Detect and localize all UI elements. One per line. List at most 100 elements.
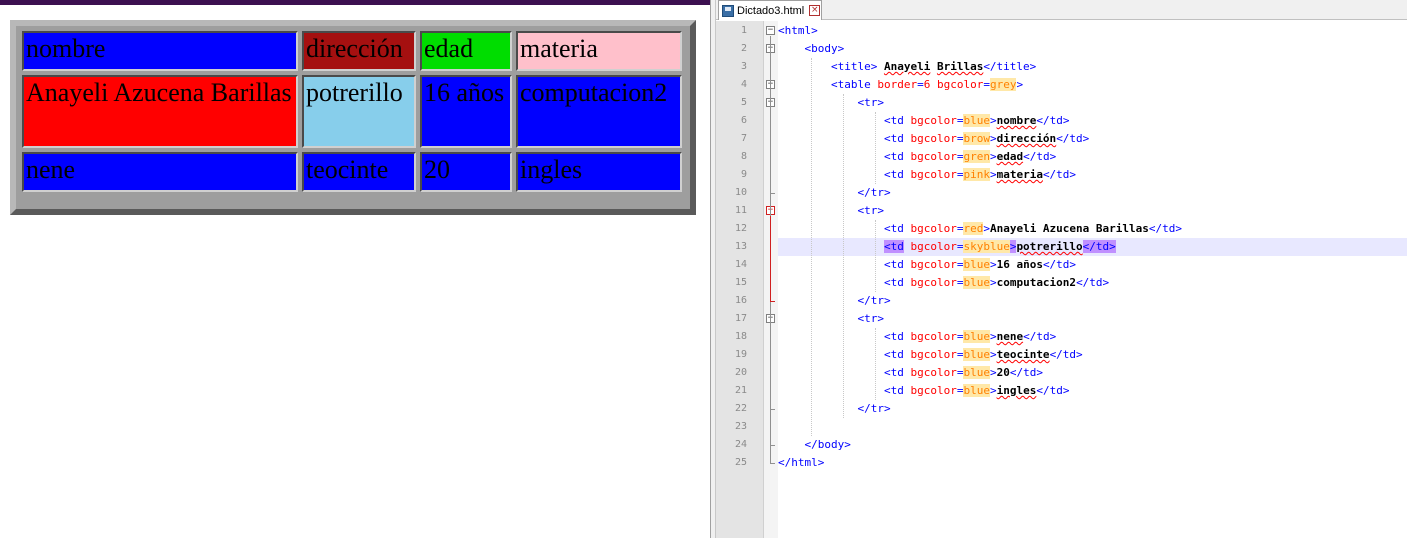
line-number: 4 [740, 79, 747, 90]
code-indent [778, 258, 884, 271]
code-token: <tr> [857, 96, 884, 109]
code-line[interactable]: <tr> [778, 202, 884, 220]
code-token: <td [883, 258, 911, 271]
line-number: 5 [740, 97, 747, 108]
code-token: </td> [1082, 240, 1116, 253]
code-line[interactable]: <td bgcolor=blue>16 años</td> [778, 256, 1076, 274]
table-cell: potrerillo [302, 75, 416, 148]
code-token: dirección [996, 132, 1057, 145]
code-token: nombre [996, 114, 1037, 127]
code-indent [778, 186, 857, 199]
line-number: 14 [734, 259, 747, 270]
line-number: 21 [734, 385, 747, 396]
code-indent [778, 42, 805, 55]
code-token: blue [963, 330, 990, 343]
fold-toggle-icon[interactable]: − [766, 25, 775, 35]
line-number: 15 [734, 277, 747, 288]
tab-dictado3-html[interactable]: Dictado3.html × [718, 0, 822, 20]
code-token: </td> [1023, 330, 1057, 343]
code-indent [778, 204, 857, 217]
code-token: <td [883, 150, 911, 163]
code-line[interactable]: <td bgcolor=skyblue>potrerillo</td> [778, 238, 1407, 256]
code-token: <td [883, 240, 904, 253]
code-line[interactable]: <td bgcolor=gren>edad</td> [778, 148, 1056, 166]
code-line[interactable]: <body> [778, 40, 845, 58]
code-line[interactable]: <html> [778, 22, 818, 40]
indent-guide [875, 328, 876, 400]
code-line[interactable]: </tr> [778, 184, 890, 202]
line-number: 9 [740, 169, 747, 180]
code-line[interactable]: </tr> [778, 400, 890, 418]
code-line[interactable]: <td bgcolor=blue>teocinte</td> [778, 346, 1083, 364]
code-token: > [989, 384, 997, 397]
code-line[interactable]: <td bgcolor=red>Anayeli Azucena Barillas… [778, 220, 1182, 238]
line-number: 25 [734, 457, 747, 468]
indent-guide [875, 112, 876, 184]
code-token: bgcolor [910, 276, 957, 289]
code-token: red [963, 222, 984, 235]
close-tab-icon[interactable]: × [809, 5, 821, 16]
code-token: <td [883, 384, 911, 397]
code-line[interactable]: <td bgcolor=brow>dirección</td> [778, 130, 1089, 148]
code-token: bgcolor [910, 114, 957, 127]
code-token: > [989, 258, 997, 271]
fold-end-marker [770, 301, 775, 302]
code-token: = [983, 78, 990, 91]
code-line[interactable]: </html> [778, 454, 824, 472]
code-token: bgcolor [910, 132, 957, 145]
fold-end-marker [770, 445, 775, 446]
code-line[interactable]: <td bgcolor=pink>materia</td> [778, 166, 1076, 184]
code-token: pink [963, 168, 990, 181]
code-line[interactable]: <title> Anayeli Brillas</title> [778, 58, 1036, 76]
line-number: 19 [734, 349, 747, 360]
code-token: <html> [778, 24, 818, 37]
code-line[interactable]: <td bgcolor=blue>nombre</td> [778, 112, 1069, 130]
code-token: > [989, 114, 997, 127]
code-indent [778, 78, 831, 91]
code-token: </td> [1009, 366, 1043, 379]
code-token: <td [883, 222, 911, 235]
code-token: > [989, 330, 997, 343]
code-token: nene [996, 330, 1024, 343]
code-token: </td> [1042, 258, 1077, 271]
code-line[interactable]: </tr> [778, 292, 891, 310]
code-token: = [956, 348, 964, 361]
code-token: gren [963, 150, 990, 163]
code-token: bgcolor [910, 240, 957, 253]
code-line[interactable]: <td bgcolor=blue>20</td> [778, 364, 1043, 382]
code-token: = [917, 78, 924, 91]
code-token: materia [996, 168, 1043, 181]
code-token: </tr> [857, 294, 891, 307]
code-indent [778, 222, 884, 235]
code-token: = [956, 150, 964, 163]
code-token: edad [996, 150, 1024, 163]
table-cell: edad [420, 31, 512, 71]
code-line[interactable]: <td bgcolor=blue>ingles</td> [778, 382, 1069, 400]
code-text-area[interactable]: <html> <body> <title> Anayeli Brillas</t… [778, 21, 1407, 538]
code-line[interactable]: <tr> [778, 310, 884, 328]
code-line[interactable]: <td bgcolor=blue>nene</td> [778, 328, 1056, 346]
code-line[interactable]: <table border=6 bgcolor=grey> [778, 76, 1023, 94]
line-number: 13 [734, 241, 747, 252]
code-token: teocinte [996, 348, 1050, 361]
save-disk-icon [722, 4, 734, 17]
code-line[interactable]: <tr> [778, 94, 884, 112]
code-token: </td> [1076, 276, 1110, 289]
code-line[interactable]: <td bgcolor=blue>computacion2</td> [778, 274, 1109, 292]
code-token: </html> [778, 456, 825, 469]
line-number: 18 [734, 331, 747, 342]
code-token: computacion2 [996, 276, 1077, 289]
code-token: </td> [1036, 114, 1070, 127]
fold-end-marker [770, 409, 775, 410]
code-token: > [989, 150, 997, 163]
code-token [930, 78, 937, 91]
code-line[interactable]: </body> [778, 436, 851, 454]
code-token: = [956, 240, 964, 253]
code-indent [778, 330, 884, 343]
code-token: <td [883, 330, 911, 343]
code-token: </td> [1023, 150, 1057, 163]
pane-splitter[interactable] [710, 0, 716, 538]
